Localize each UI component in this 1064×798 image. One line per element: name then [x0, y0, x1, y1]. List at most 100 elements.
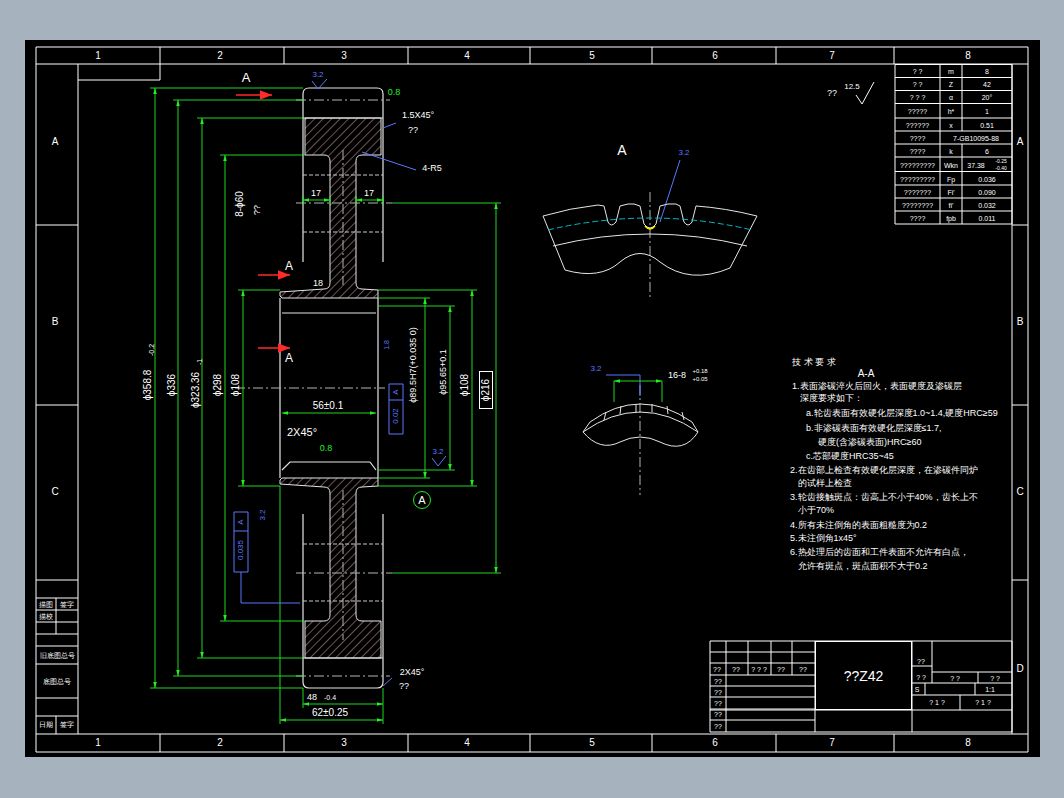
technical-note: 的试样上检查: [798, 479, 852, 488]
node-text: A: [418, 495, 425, 506]
datum-circle: A: [413, 491, 431, 509]
dimension-line: [280, 720, 383, 721]
parameter-cell: 1: [985, 108, 989, 115]
pitch-arc: [548, 218, 752, 230]
parameter-cell: m: [948, 68, 954, 75]
parameter-cell: Z: [949, 81, 953, 88]
title-block-cell: ? 1 ?: [975, 699, 991, 706]
title-block-cell: ? ?: [990, 675, 1000, 682]
parameter-cell: 8: [985, 68, 989, 75]
dimension-text: 0.8: [388, 88, 401, 97]
parameter-cell: fi': [949, 201, 954, 208]
technical-note: 硬度(含渗碳表面)HRC≥60: [818, 438, 921, 447]
dimension-text: ϕ108: [460, 374, 470, 396]
grid-reference: 2: [217, 738, 223, 748]
title-block-cell: 日期: [39, 721, 53, 728]
extension-line: [150, 88, 662, 724]
parameter-cell: k: [949, 147, 953, 154]
title-block-cell: 底图总号: [43, 678, 71, 685]
section-hatch: [280, 478, 381, 658]
center-line: [235, 100, 650, 676]
section-arrow: [236, 94, 272, 96]
technical-note: 小于70%: [798, 506, 834, 515]
dimension-text: 3.2: [590, 365, 601, 373]
technical-note: 技 术 要 求: [792, 358, 836, 367]
dimension-text: 1.5X45°: [402, 111, 434, 120]
parameter-cell: Fi': [947, 188, 954, 195]
drawing-frame: [36, 47, 1028, 752]
dimension-line: [282, 413, 376, 414]
section-hatch: [280, 118, 381, 298]
parameter-cell: Wkn: [944, 161, 958, 168]
dimension-text: ϕ323.36: [191, 372, 201, 408]
technical-note: 5.未注倒角1x45°: [790, 534, 857, 543]
title-block-cell: ??: [732, 666, 740, 673]
dimension-line: [178, 100, 179, 676]
dimension-text: 3.2: [432, 448, 443, 456]
parameter-cell: x: [949, 121, 953, 128]
technical-note: 深度要求如下：: [800, 394, 863, 403]
basic-dimension-box: ϕ216: [479, 371, 493, 409]
dimension-text: 56±0.1: [313, 401, 344, 411]
dimension-text: 2X45°: [287, 427, 317, 438]
parameter-cell: 0.090: [978, 188, 996, 195]
parameter-cell: fpb: [946, 214, 956, 221]
dimension-text: ??: [399, 682, 409, 691]
dimension-line: [472, 290, 473, 486]
technical-note: c.芯部硬度HRC35~45: [806, 452, 894, 461]
dimension-text: 17: [311, 189, 321, 198]
parameter-cell: 7-GB10095-88: [953, 134, 999, 141]
dimension-text: +0.05: [692, 376, 707, 382]
technical-note: a.轮齿表面有效硬化层深度1.0~1.4,硬度HRC≥59: [806, 409, 998, 418]
title-block-cell: ??: [917, 658, 925, 665]
dimension-text: 12.5: [844, 83, 860, 91]
parameter-cell: ????: [910, 214, 926, 221]
grid-reference: C: [51, 487, 58, 497]
dimension-line: [155, 88, 156, 688]
dimension-text: 18: [313, 279, 323, 288]
title-block-cell: ??: [777, 666, 785, 673]
grid-reference: 7: [829, 738, 835, 748]
dimension-text: A: [285, 260, 293, 272]
parameter-cell: 6: [985, 147, 989, 154]
grid-reference: C: [1016, 487, 1023, 497]
parameter-cell: ?????????: [900, 161, 935, 168]
dimension-text: 0.8: [320, 444, 333, 453]
technical-note: 6.热处理后的齿面和工件表面不允许有白点，: [790, 548, 969, 557]
title-block-cell: ? ?: [950, 675, 960, 682]
grid-reference: 7: [829, 51, 835, 61]
dimension-text: ϕ298: [213, 374, 223, 396]
parameter-cell: ? ?: [913, 81, 923, 88]
dimension-text: A: [237, 519, 245, 524]
parameter-cell: ????: [910, 134, 926, 141]
grid-reference: 5: [589, 51, 595, 61]
dimension-text: 3.2: [678, 149, 689, 157]
title-block-cell: 旧底图总号: [40, 652, 75, 659]
dimension-line: [243, 290, 244, 486]
dimension-text: +0.18: [692, 368, 707, 374]
dimension-line: [225, 155, 226, 621]
parameter-cell: ???????: [904, 188, 931, 195]
dimension-text: 17: [364, 189, 374, 198]
technical-note: 3.轮齿接触斑点：齿高上不小于40%，齿长上不: [790, 493, 978, 502]
title-block-cell: ??: [714, 689, 722, 696]
dimension-text: 0.02: [392, 408, 400, 424]
node-text: ϕ216: [481, 379, 491, 401]
dimension-text: 62±0.25: [312, 708, 348, 718]
parameter-cell: ??????: [906, 121, 929, 128]
dimension-text: ϕ336: [167, 374, 177, 396]
title-block-cell: ? ?: [916, 674, 926, 681]
title-block-cell: ??: [714, 723, 722, 730]
title-block-cell: ??: [713, 666, 721, 673]
grid-reference: 2: [217, 51, 223, 61]
roughness-symbol: [312, 79, 446, 466]
grid-reference: 5: [589, 738, 595, 748]
grid-reference: D: [1016, 664, 1023, 674]
grid-reference: B: [52, 317, 59, 327]
parameter-cell: ?????: [908, 108, 927, 115]
dimension-line: [202, 118, 203, 658]
title-block-cell: ??: [714, 700, 722, 707]
title-block-cell: S: [915, 686, 920, 693]
title-block-cell: 描图: [39, 601, 53, 608]
grid-reference: 3: [341, 51, 347, 61]
